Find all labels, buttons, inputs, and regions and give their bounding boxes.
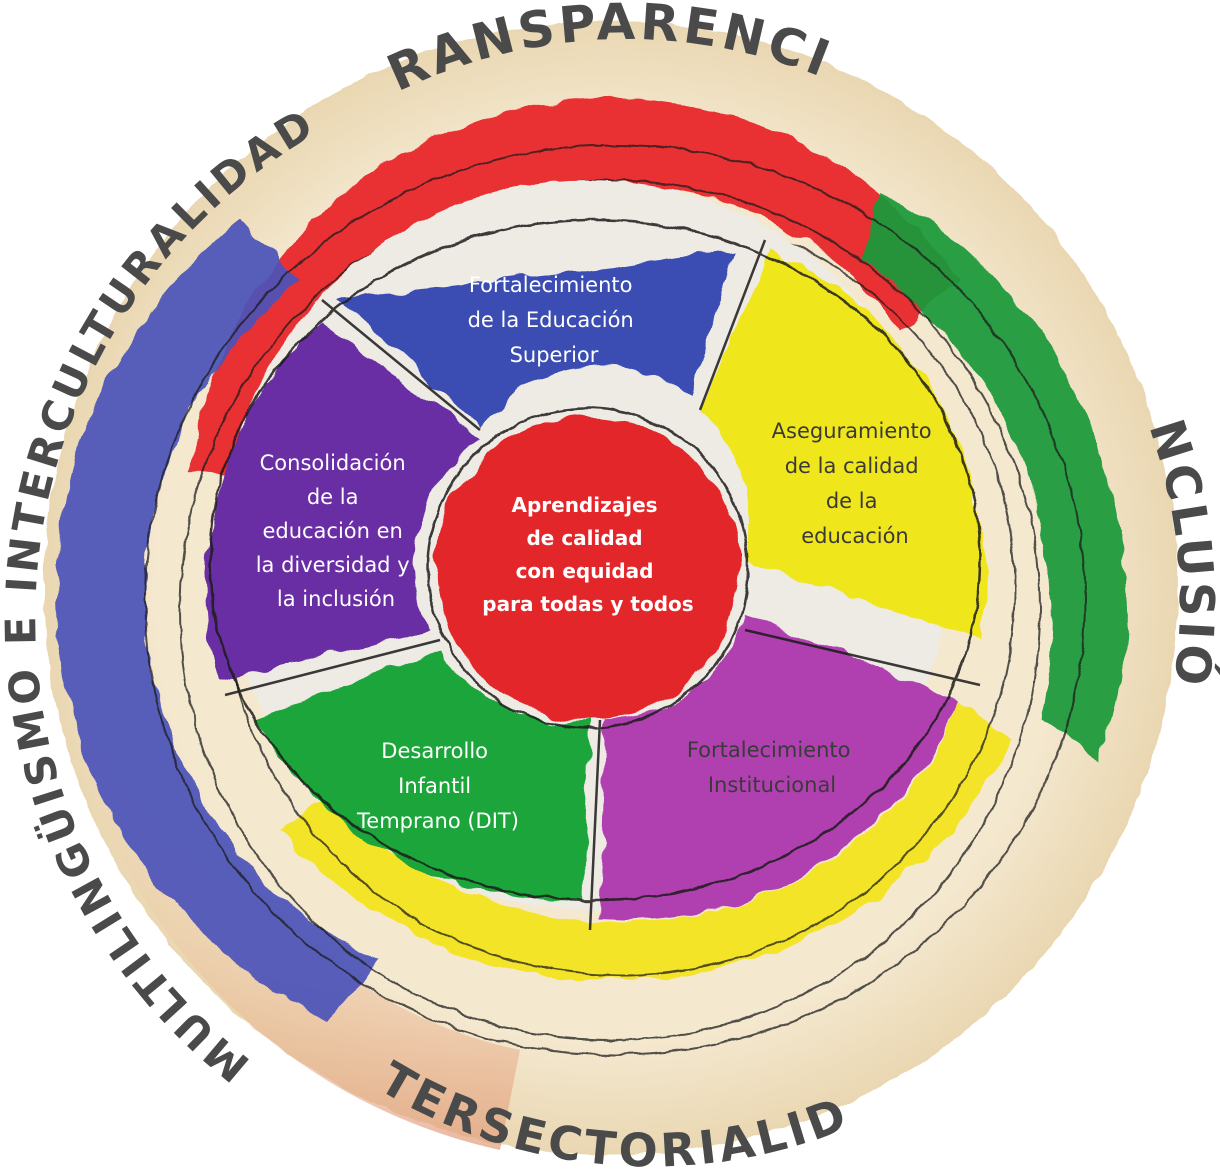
segment-calidad-line: Aseguramiento	[772, 419, 932, 443]
segment-superior-line: de la Educación	[468, 308, 634, 332]
segment-superior-shape	[340, 250, 735, 428]
segment-dit-line: Desarrollo	[381, 739, 488, 763]
segment-institucional-label: Fortalecimiento Institucional	[687, 738, 857, 797]
segment-superior-line: Superior	[510, 343, 599, 367]
outer-paint-rings	[56, 98, 1126, 1020]
segment-calidad-line: de la calidad	[785, 454, 919, 478]
segment-superior-line: Fortalecimiento	[469, 273, 633, 297]
segment-diversidad-shape	[206, 320, 480, 680]
segment-diversidad-label: Consolidación de la educación en la dive…	[256, 451, 417, 611]
segment-diversidad-line: la inclusión	[277, 587, 395, 611]
segment-superior-label: Fortalecimiento de la Educación Superior	[468, 273, 641, 367]
center-circle	[436, 416, 740, 720]
segment-institucional-line: Fortalecimiento	[687, 738, 851, 762]
segment-dit-line: Temprano (DIT)	[356, 809, 519, 833]
segment-calidad-shape	[700, 250, 986, 640]
center-line: con equidad	[516, 559, 654, 583]
segment-calidad-label: Aseguramiento de la calidad de la educac…	[772, 419, 939, 548]
segment-dit-line: Infantil	[398, 774, 471, 798]
segment-calidad-line: educación	[801, 524, 909, 548]
center-label: Aprendizajes de calidad con equidad para…	[482, 493, 693, 616]
segment-diversidad-line: de la	[307, 485, 359, 509]
segment-diversidad-line: educación en	[262, 519, 402, 543]
segment-diversidad-line: la diversidad y	[256, 553, 410, 577]
segment-dividers	[208, 218, 982, 931]
center-line: de calidad	[526, 526, 642, 550]
center-line: para todas y todos	[482, 592, 693, 616]
center-line: Aprendizajes	[511, 493, 657, 517]
segment-diversidad-line: Consolidación	[260, 451, 406, 475]
segment-calidad-line: de la	[826, 489, 878, 513]
segment-institucional-line: Institucional	[708, 773, 836, 797]
segment-dit-label: Desarrollo Infantil Temprano (DIT)	[356, 739, 519, 833]
segment-dit-shape	[255, 650, 590, 901]
